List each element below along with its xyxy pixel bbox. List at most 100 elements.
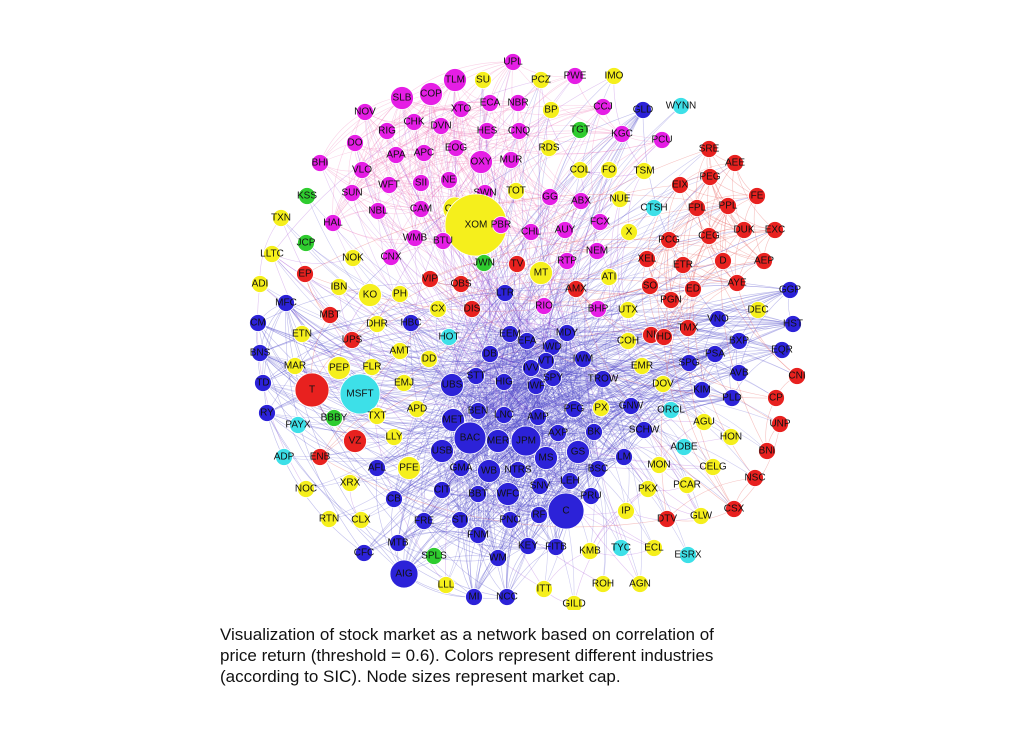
network-edge bbox=[545, 360, 632, 407]
node-circle bbox=[477, 459, 501, 483]
node-circle bbox=[788, 367, 806, 385]
network-edge bbox=[602, 289, 791, 380]
network-edge bbox=[445, 384, 468, 586]
node-adbe: ADBE bbox=[670, 438, 698, 456]
network-edge bbox=[517, 377, 554, 471]
network-edge bbox=[560, 332, 579, 453]
network-edge bbox=[489, 170, 645, 355]
node-label: DTV bbox=[657, 514, 677, 525]
node-circle bbox=[496, 284, 514, 302]
node-circle bbox=[510, 425, 542, 457]
node-circle bbox=[501, 325, 519, 343]
node-bac: BAC bbox=[453, 421, 487, 455]
network-edge bbox=[440, 61, 514, 127]
node-label: MTB bbox=[387, 538, 408, 549]
network-edge bbox=[386, 130, 584, 360]
node-circle bbox=[613, 125, 631, 143]
network-edge bbox=[642, 109, 719, 320]
network-edge bbox=[475, 224, 702, 517]
node-circle bbox=[443, 68, 467, 92]
network-edge bbox=[266, 378, 604, 429]
node-label: EEM bbox=[499, 329, 521, 340]
node-circle bbox=[735, 221, 753, 239]
node-circle bbox=[688, 199, 706, 217]
network-edge bbox=[602, 327, 689, 380]
node-circle bbox=[447, 139, 465, 157]
node-chk: CHK bbox=[403, 113, 425, 131]
node-circle bbox=[353, 161, 371, 179]
network-edge bbox=[262, 382, 454, 424]
network-edge bbox=[262, 322, 412, 384]
node-circle bbox=[343, 184, 361, 202]
node-circle bbox=[706, 345, 724, 363]
node-mdy: MDY bbox=[556, 324, 578, 342]
node-orcl: ORCL bbox=[657, 401, 685, 419]
network-edge bbox=[526, 239, 670, 342]
network-edge bbox=[328, 414, 505, 520]
node-celg: CELG bbox=[699, 458, 727, 476]
network-edge bbox=[390, 256, 539, 418]
node-label: SLB bbox=[393, 93, 412, 104]
node-circle bbox=[251, 275, 269, 293]
node-bxp: BXP bbox=[729, 332, 749, 350]
node-ncc: NCC bbox=[496, 588, 518, 606]
network-edge bbox=[509, 468, 599, 521]
network-edge bbox=[271, 79, 542, 255]
node-circle bbox=[294, 372, 330, 408]
network-edge bbox=[643, 353, 716, 431]
network-edge bbox=[525, 323, 794, 442]
node-circle bbox=[537, 352, 555, 370]
network-edge bbox=[377, 210, 453, 386]
node-circle bbox=[378, 122, 396, 140]
network-edge bbox=[475, 355, 584, 377]
network-edge bbox=[518, 130, 582, 202]
node-sre: SRE bbox=[699, 140, 720, 158]
node-circle bbox=[758, 442, 776, 460]
node-circle bbox=[535, 297, 553, 315]
network-edge bbox=[259, 352, 499, 559]
network-edge bbox=[451, 346, 553, 386]
network-edge bbox=[393, 377, 554, 500]
node-circle bbox=[387, 146, 405, 164]
network-edge bbox=[530, 133, 623, 369]
network-edge bbox=[423, 129, 520, 154]
network-edge bbox=[478, 102, 491, 194]
node-wb: WB bbox=[477, 459, 501, 483]
node-nue: NUE bbox=[609, 190, 631, 208]
network-edge bbox=[333, 360, 547, 420]
node-label: EMJ bbox=[394, 378, 414, 389]
node-circle bbox=[672, 97, 690, 115]
node-label: CHK bbox=[403, 117, 424, 128]
network-edge bbox=[285, 302, 716, 372]
network-edge bbox=[388, 108, 462, 186]
network-edge bbox=[526, 309, 629, 342]
node-label: ADBE bbox=[670, 442, 698, 453]
node-label: ETR bbox=[673, 260, 693, 271]
network-edge bbox=[477, 346, 553, 412]
node-circle bbox=[574, 350, 592, 368]
network-edge bbox=[503, 381, 649, 490]
network-edge bbox=[617, 198, 702, 517]
network-edge bbox=[475, 375, 645, 431]
node-label: NOC bbox=[295, 484, 317, 495]
node-label: D bbox=[719, 256, 726, 267]
node-circle bbox=[619, 332, 637, 350]
node-xom: XOM bbox=[444, 193, 508, 257]
node-eog: EOG bbox=[445, 139, 467, 157]
node-label: PEP bbox=[329, 363, 349, 374]
node-label: CNX bbox=[380, 252, 401, 263]
node-adp: ADP bbox=[274, 448, 295, 466]
node-mbt: MBT bbox=[319, 306, 341, 324]
node-jwn: JWN bbox=[473, 254, 495, 272]
node-fnm: FNM bbox=[467, 526, 489, 544]
network-edge bbox=[503, 378, 604, 390]
node-circle bbox=[368, 315, 386, 333]
node-dov: DOV bbox=[652, 375, 674, 393]
node-circle bbox=[320, 510, 338, 528]
node-lltc: LLTC bbox=[260, 245, 284, 263]
network-edge bbox=[480, 106, 604, 163]
network-edge bbox=[451, 264, 684, 386]
network-edge bbox=[566, 332, 595, 433]
network-edge bbox=[361, 169, 450, 184]
node-label: KSS bbox=[297, 191, 317, 202]
